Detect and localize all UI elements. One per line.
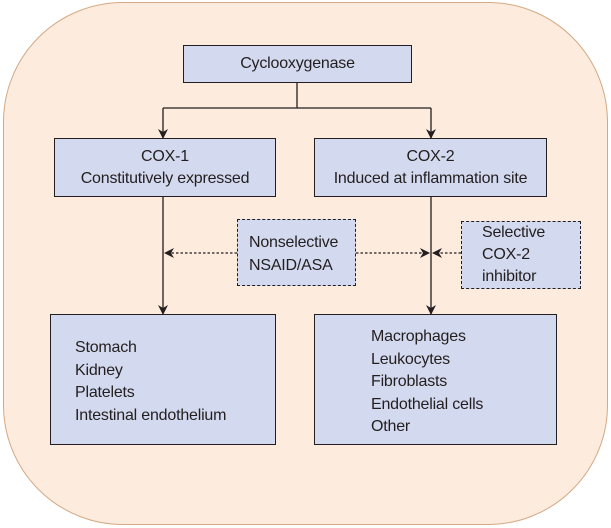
cox2-target-item: Fibroblasts (371, 373, 448, 390)
cox1-node: COX-1 Constitutively expressed (54, 138, 276, 197)
cox2-title: COX-2 (406, 147, 455, 165)
nonselective-nsaid-node: Nonselective NSAID/ASA (237, 219, 356, 286)
nonselective-line1: Nonselective (249, 234, 339, 251)
selective-line1: Selective (482, 224, 546, 241)
cox1-target-item: Intestinal endothelium (75, 406, 227, 424)
cox1-targets-node: Stomach Kidney Platelets Intestinal endo… (50, 314, 276, 445)
cox2-target-item: Other (371, 418, 411, 435)
cox2-targets-node: Macrophages Leukocytes Fibroblasts Endot… (314, 314, 557, 445)
cox1-target-item: Platelets (75, 384, 135, 401)
cox1-target-item: Kidney (75, 361, 123, 379)
selective-line2: COX-2 (482, 246, 530, 263)
cox2-target-item: Macrophages (371, 328, 466, 345)
cox2-target-item: Leukocytes (371, 350, 450, 368)
cyclooxygenase-node: Cyclooxygenase (183, 45, 412, 83)
cox1-title: COX-1 (141, 147, 189, 165)
cox2-target-item: Endothelial cells (371, 395, 484, 413)
cox2-node: COX-2 Induced at inflammation site (314, 138, 547, 197)
selective-line3: inhibitor (482, 268, 537, 285)
nonselective-line2: NSAID/ASA (249, 256, 333, 274)
cox1-target-item: Stomach (75, 339, 137, 356)
selective-cox2-node: Selective COX-2 inhibitor (461, 221, 581, 289)
cox2-subtitle: Induced at inflammation site (333, 169, 528, 187)
cox1-subtitle: Constitutively expressed (80, 169, 250, 187)
cyclooxygenase-label: Cyclooxygenase (240, 55, 355, 72)
